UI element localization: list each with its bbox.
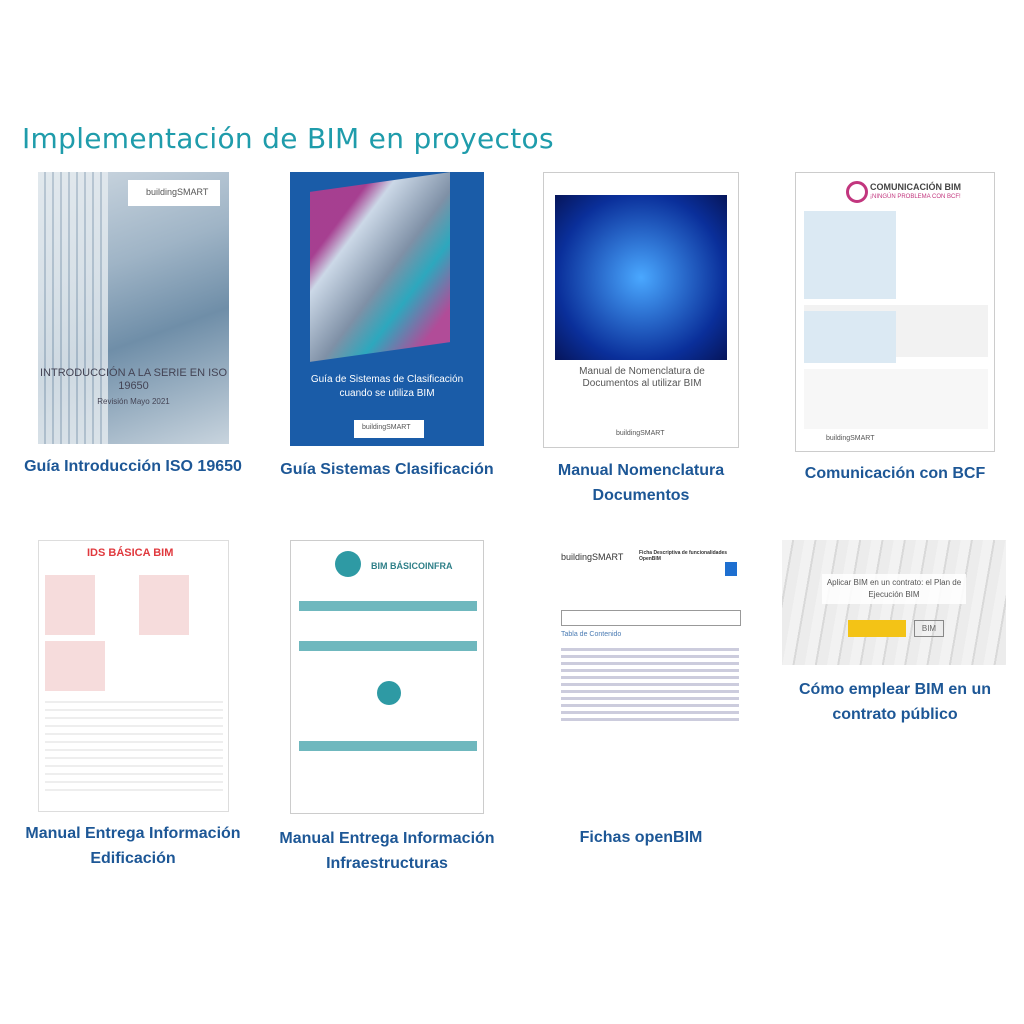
cover-manual-nomenclatura[interactable]: Manual de Nomenclatura de Documentos al … bbox=[543, 172, 739, 448]
brand-logo: buildingSMART bbox=[362, 424, 411, 431]
brand-logo: buildingSMART bbox=[826, 435, 875, 442]
cover-title: BIM BÁSICOINFRA bbox=[371, 561, 453, 571]
caption[interactable]: Guía Introducción ISO 19650 bbox=[24, 458, 242, 475]
cover-sistemas-clasificacion[interactable]: Guía de Sistemas de Clasificación cuando… bbox=[290, 172, 484, 446]
brand-logo: buildingSMART bbox=[561, 552, 624, 562]
caption[interactable]: Manual Entrega Información Edificación bbox=[25, 825, 241, 867]
section-title: Implementación de BIM en proyectos bbox=[22, 122, 554, 155]
brand-logo: buildingSMART bbox=[146, 187, 209, 197]
cover-title: Ficha Descriptiva de funcionalidades Ope… bbox=[639, 550, 728, 562]
caption[interactable]: Fichas openBIM bbox=[579, 829, 703, 846]
cover-fichas-openbim[interactable]: buildingSMART Ficha Descriptiva de funci… bbox=[553, 540, 747, 805]
cover-subtitle: cuando se utiliza BIM bbox=[339, 388, 435, 399]
cover-title: INTRODUCCIÓN A LA SERIE EN ISO 19650 bbox=[39, 367, 228, 392]
cover-entrega-infraestructuras[interactable]: BIM BÁSICOINFRA bbox=[290, 540, 484, 814]
brand-logo: buildingSMART bbox=[616, 430, 665, 437]
cover-title: IDS BÁSICA BIM bbox=[87, 547, 174, 559]
cover-title: Aplicar BIM en un contrato: el Plan de E… bbox=[822, 574, 966, 604]
caption[interactable]: Comunicación con BCF bbox=[804, 465, 986, 482]
bim-logo: BIM bbox=[914, 620, 944, 637]
cover-bim-contrato-publico[interactable]: Aplicar BIM en un contrato: el Plan de E… bbox=[782, 540, 1006, 665]
cover-title: COMUNICACIÓN BIM bbox=[870, 182, 961, 192]
cover-subtitle: Revisión Mayo 2021 bbox=[97, 397, 170, 406]
cover-subtitle: ¡NINGÚN PROBLEMA CON BCF! bbox=[870, 194, 961, 200]
caption[interactable]: Cómo emplear BIM en un contrato público bbox=[798, 681, 992, 723]
caption[interactable]: Guía Sistemas Clasificación bbox=[280, 461, 494, 478]
cover-subtitle: Tabla de Contenido bbox=[561, 631, 622, 638]
caption[interactable]: Manual Nomenclatura Documentos bbox=[557, 462, 725, 504]
cover-iso-19650[interactable]: buildingSMART INTRODUCCIÓN A LA SERIE EN… bbox=[38, 172, 229, 444]
cover-title: Guía de Sistemas de Clasificación bbox=[310, 374, 464, 385]
cover-comunicacion-bcf[interactable]: COMUNICACIÓN BIM ¡NINGÚN PROBLEMA CON BC… bbox=[795, 172, 995, 452]
cover-title: Manual de Nomenclatura de Documentos al … bbox=[579, 366, 705, 389]
cover-entrega-edificacion[interactable]: IDS BÁSICA BIM bbox=[38, 540, 229, 812]
caption[interactable]: Manual Entrega Información Infraestructu… bbox=[279, 830, 495, 872]
